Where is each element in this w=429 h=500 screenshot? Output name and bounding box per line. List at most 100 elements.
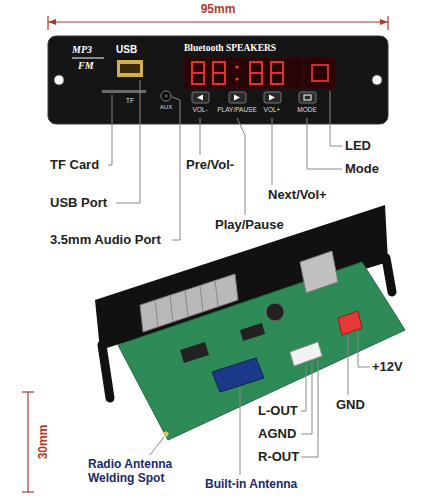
rib xyxy=(155,300,158,327)
mode-display xyxy=(305,58,335,88)
prev-button xyxy=(192,92,209,103)
leader-line xyxy=(301,360,318,457)
callout-label: Radio Antenna Welding Spot xyxy=(88,458,200,486)
leader-lines xyxy=(108,80,342,240)
callout-label: LED xyxy=(345,139,371,154)
aux-jack xyxy=(161,91,171,101)
pin-label: R-OUT xyxy=(258,450,299,465)
leader-line xyxy=(358,332,370,367)
leader-line xyxy=(348,336,349,395)
panel-text: TF xyxy=(126,97,135,105)
usb-slot-inner xyxy=(120,64,140,73)
usb-socket xyxy=(300,251,338,293)
panel-text: USB xyxy=(116,44,137,56)
callout-label: Built-in Antenna xyxy=(205,478,297,492)
button-label: VOL- xyxy=(192,106,207,113)
callout-label: Play/Pause xyxy=(215,218,284,233)
front-panel xyxy=(48,36,388,124)
bluetooth-module xyxy=(212,358,264,392)
digit-segment xyxy=(192,62,204,84)
callout-label: USB Port xyxy=(50,196,107,211)
callout-label: 3.5mm Audio Port xyxy=(50,233,161,248)
digit-segment xyxy=(250,62,262,84)
mount-hole xyxy=(372,75,382,85)
button-icon xyxy=(269,95,275,101)
button-label: PLAY/PAUSE xyxy=(217,106,257,113)
dimension-tick xyxy=(387,16,388,30)
dimension-line xyxy=(27,392,28,492)
button-label: MODE xyxy=(297,106,317,113)
leader-line xyxy=(301,365,306,411)
leader-line xyxy=(172,97,180,240)
leader-line xyxy=(237,118,245,215)
power-connector xyxy=(338,311,362,335)
rib xyxy=(215,280,218,307)
digit-segment xyxy=(213,62,225,84)
leader-line xyxy=(108,95,112,165)
antenna-pad xyxy=(164,432,169,437)
leader-line xyxy=(240,388,241,475)
chip xyxy=(180,342,209,363)
leader-line xyxy=(301,362,312,434)
dimension-tick xyxy=(22,391,34,392)
height-dimension xyxy=(22,392,34,492)
pin-label: GND xyxy=(336,398,365,413)
mode-icon xyxy=(312,65,328,81)
callout-label: Mode xyxy=(345,162,379,177)
mount-hole xyxy=(54,75,64,85)
play-button xyxy=(229,92,246,103)
leader-line xyxy=(116,80,140,203)
panel-title: Bluetooth SPEAKERS xyxy=(184,43,276,54)
callout-label: Pre/Vol- xyxy=(186,158,234,173)
leader-line xyxy=(272,118,273,185)
panel-text: AUX xyxy=(160,104,172,111)
width-dimension xyxy=(48,16,388,30)
leader-line xyxy=(330,91,342,146)
digit-segment xyxy=(271,72,283,74)
tf-slot xyxy=(102,90,146,93)
aux-jack-hole xyxy=(164,94,168,98)
mode-button xyxy=(299,92,316,103)
leader-line xyxy=(307,118,342,169)
mount-post xyxy=(102,345,110,398)
card-holder-ribs xyxy=(155,280,218,327)
led-display xyxy=(184,58,302,88)
dimension-label: 95mm xyxy=(201,3,236,17)
pin-label: +12V xyxy=(372,360,403,375)
dimension-tick xyxy=(47,16,48,30)
callout-label: TF Card xyxy=(50,158,99,173)
display-colon xyxy=(235,65,238,68)
leader-lines xyxy=(150,332,370,475)
digit-segment xyxy=(192,72,204,74)
logo-text: FM xyxy=(78,60,94,72)
capacitor xyxy=(266,303,284,321)
panel-body xyxy=(48,36,388,124)
dimension-arrow xyxy=(380,19,388,25)
rib xyxy=(185,290,188,317)
dimension-arrow xyxy=(48,19,56,25)
logo-divider xyxy=(72,58,104,59)
mount-post xyxy=(386,258,392,292)
digit-segment xyxy=(213,72,225,74)
pin-label: L-OUT xyxy=(258,404,298,419)
display-colon xyxy=(235,77,238,80)
button-icon xyxy=(304,95,311,100)
rib xyxy=(200,285,203,312)
card-holder xyxy=(140,274,238,332)
pcb xyxy=(118,262,405,440)
callout-label: Next/Vol+ xyxy=(268,188,327,203)
logo-text: MP3 xyxy=(72,44,92,56)
digit-segment xyxy=(271,62,283,84)
leader-line xyxy=(200,118,201,155)
dimension-tick xyxy=(22,491,34,492)
chip xyxy=(240,323,265,341)
usb-slot xyxy=(117,60,143,77)
digit-segment xyxy=(250,72,262,74)
dimension-label: 30mm xyxy=(37,425,51,460)
display-segments xyxy=(192,62,283,84)
audio-connector xyxy=(290,342,322,366)
rib xyxy=(170,295,173,322)
